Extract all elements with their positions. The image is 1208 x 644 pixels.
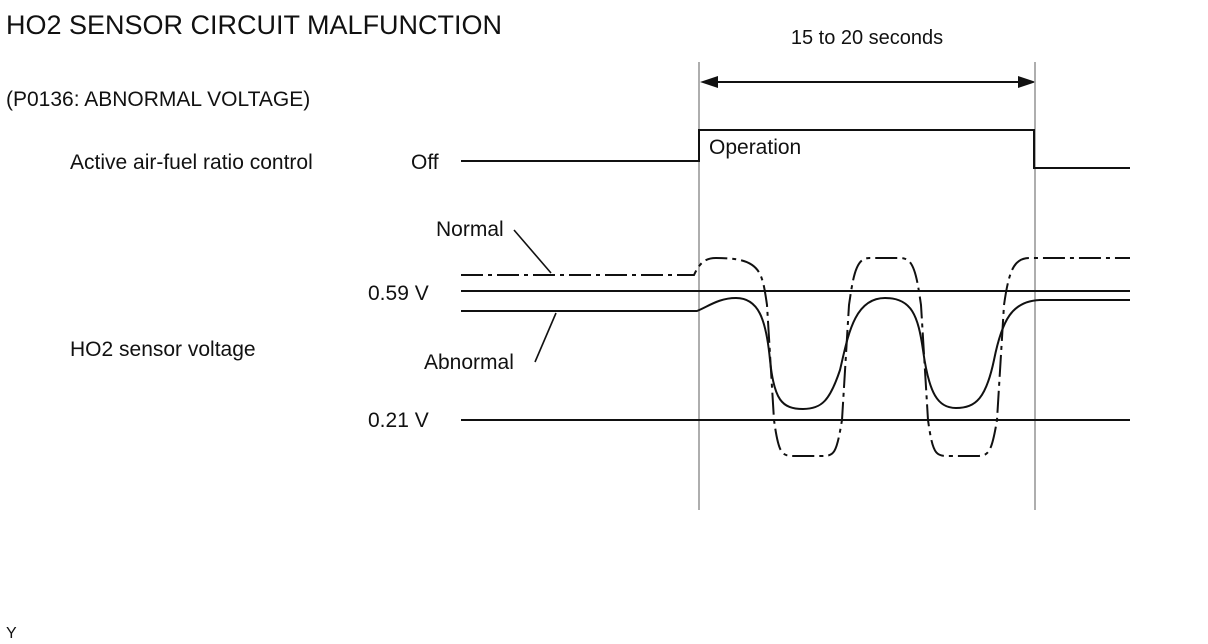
control-row-label: Active air-fuel ratio control xyxy=(70,151,313,174)
operation-label: Operation xyxy=(709,136,801,159)
normal-waveform xyxy=(461,256,1130,457)
diagram-subtitle: (P0136: ABNORMAL VOLTAGE) xyxy=(6,88,310,111)
abnormal-waveform xyxy=(461,296,1130,411)
duration-label: 15 to 20 seconds xyxy=(791,27,943,49)
normal-label: Normal xyxy=(436,218,504,241)
normal-leader-line xyxy=(513,229,552,274)
control-signal-line xyxy=(461,129,1130,169)
off-label: Off xyxy=(411,151,439,174)
footer-mark: Y xyxy=(6,625,17,642)
abnormal-label: Abnormal xyxy=(424,351,514,374)
duration-arrow xyxy=(700,76,1036,88)
diagram-title: HO2 SENSOR CIRCUIT MALFUNCTION xyxy=(6,10,502,40)
threshold-high-label: 0.59 V xyxy=(368,282,429,305)
abnormal-leader-line xyxy=(534,312,557,363)
threshold-low-label: 0.21 V xyxy=(368,409,429,432)
sensor-row-label: HO2 sensor voltage xyxy=(70,338,256,361)
